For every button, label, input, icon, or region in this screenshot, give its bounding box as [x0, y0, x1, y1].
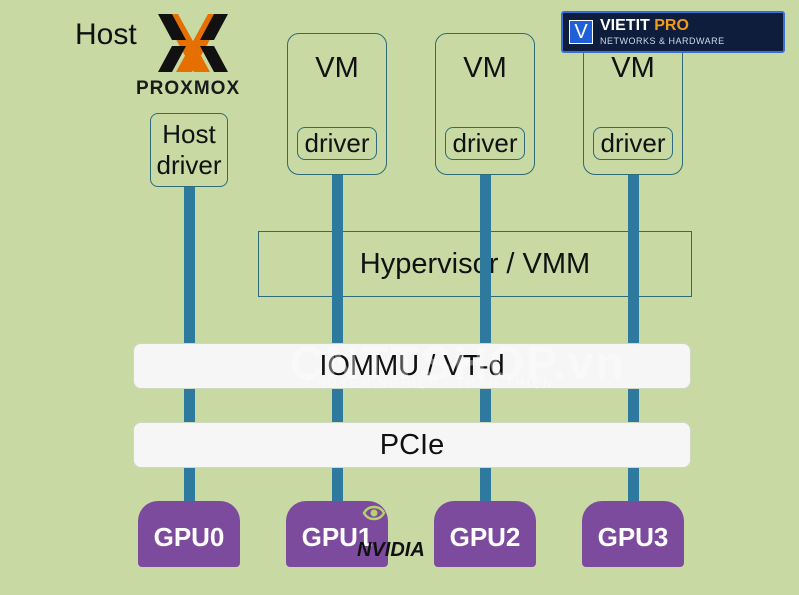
iommu-bar: IOMMU / VT-d: [133, 343, 691, 389]
watermark-subtitle: CHUYÊN NGHIỆP - THÂN THIỆN: [305, 375, 555, 390]
gpu-3: GPU3: [582, 501, 684, 567]
nvidia-wordmark: NVIDIA: [357, 539, 425, 561]
vm-box-2: VM driver: [435, 33, 535, 175]
proxmox-logo-icon: [158, 14, 228, 72]
vietit-logo-icon: V: [569, 20, 593, 44]
vm-box-3: VM driver: [583, 33, 683, 175]
host-driver-box: Host driver: [150, 113, 228, 187]
vm-driver: driver: [297, 127, 377, 160]
vm3-wire-over-hypervisor: [628, 231, 639, 297]
vm3-wire: [628, 158, 639, 504]
vm1-wire: [332, 158, 343, 504]
host-label: Host: [75, 18, 137, 51]
badge-name-accent: PRO: [654, 17, 689, 34]
badge-subtitle: NETWORKS & HARDWARE: [600, 36, 725, 46]
vm-driver: driver: [445, 127, 525, 160]
vm-title: VM: [315, 52, 359, 84]
hypervisor-box: Hypervisor / VMM: [258, 231, 692, 297]
nvidia-eye-icon: [362, 505, 386, 521]
watermark: CNTTSHOP.vn: [290, 337, 626, 389]
vm-driver: driver: [593, 127, 673, 160]
vietit-pro-badge: V VIETIT PRO NETWORKS & HARDWARE: [561, 11, 785, 53]
vm-box-1: VM driver: [287, 33, 387, 175]
vm2-wire: [480, 158, 491, 504]
host-driver-label-line1: Host: [162, 119, 216, 149]
proxmox-wordmark: PROXMOX: [136, 78, 241, 99]
gpu-2: GPU2: [434, 501, 536, 567]
vm-title: VM: [463, 52, 507, 84]
gpu-0: GPU0: [138, 501, 240, 567]
vm2-wire-over-hypervisor: [480, 231, 491, 297]
vm-title: VM: [611, 52, 655, 84]
badge-name-main: VIETIT: [600, 17, 650, 34]
host-driver-label-line2: driver: [156, 150, 222, 180]
pcie-bar: PCIe: [133, 422, 691, 468]
vm1-wire-over-hypervisor: [332, 231, 343, 297]
badge-name: VIETIT PRO: [600, 17, 689, 35]
